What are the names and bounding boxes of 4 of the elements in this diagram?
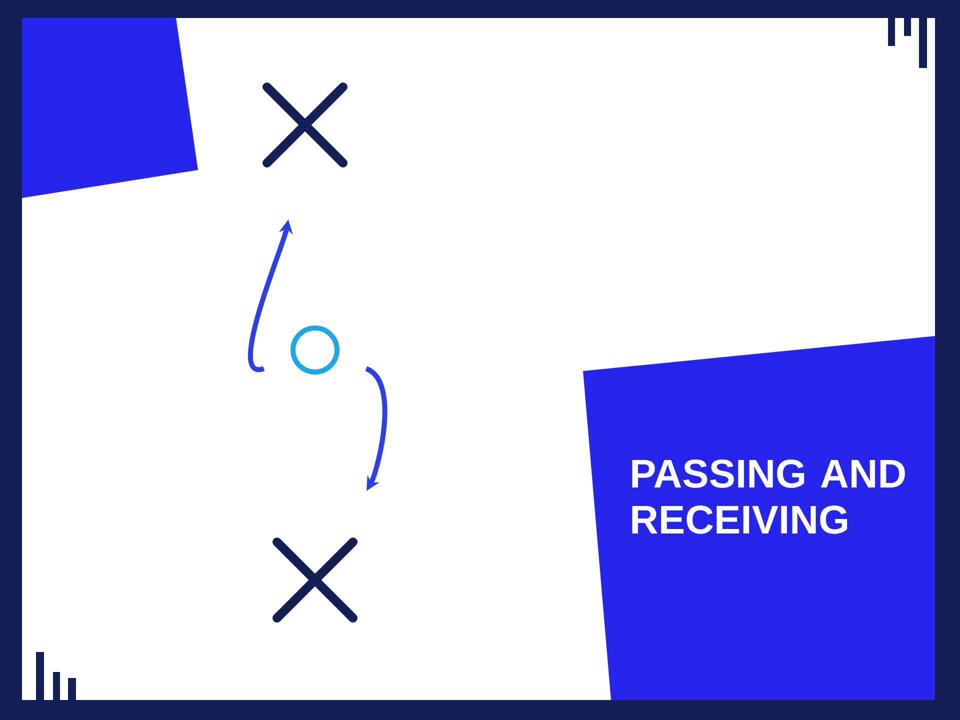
title-panel: PASSING AND RECEIVING xyxy=(583,336,936,700)
ball-circle xyxy=(290,326,340,374)
cross-mark xyxy=(262,82,348,168)
cross-mark xyxy=(272,538,358,622)
